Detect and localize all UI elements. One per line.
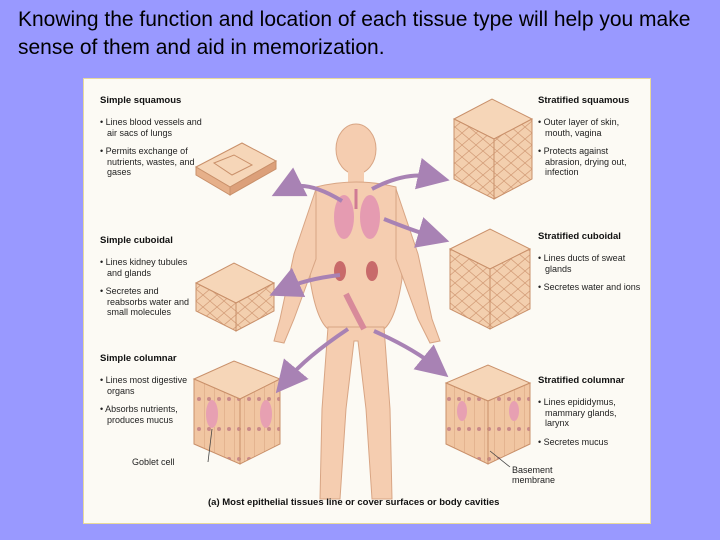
simple-columnar-bullets: • Lines most digestive organs • Absorbs … [100,375,192,425]
arrow-to-stratified-columnar [373,329,449,378]
bullet: • Secretes mucus [538,436,609,447]
arrow-to-simple-cuboidal [269,267,341,297]
simple-columnar-title: Simple columnar [100,353,177,364]
stratified-squamous-bullets: • Outer layer of skin, mouth, vagina • P… [538,117,642,178]
slide-body-text: Knowing the function and location of eac… [18,8,691,59]
arrow-to-simple-squamous [271,167,344,203]
bullet: • Lines ducts of sweat glands [538,253,626,274]
bullet: • Lines epididymus, mammary glands, lary… [538,397,617,428]
connector-arrows [269,158,450,394]
arrow-to-simple-columnar [275,327,350,394]
simple-squamous-bullets: • Lines blood vessels and air sacs of lu… [100,117,210,178]
stratified-columnar-tissue [444,364,532,465]
bullet: • Lines blood vessels and air sacs of lu… [100,117,202,138]
bullet: • Lines most digestive organs [100,375,188,396]
bullet: • Secretes and reabsorbs water and small… [100,286,190,317]
basement-membrane-leader [489,450,511,468]
goblet-cell-label: Goblet cell [132,457,175,467]
bullet: • Secretes water and ions [538,282,641,292]
bullet: • Permits exchange of nutrients, wastes,… [100,146,195,177]
basement-membrane-label: Basement membrane [512,465,556,485]
human-body-figure [273,123,441,500]
goblet-cell-leader [207,428,213,463]
stratified-cuboidal-bullets: • Lines ducts of sweat glands • Secretes… [538,253,642,293]
arrow-to-stratified-cuboidal [383,217,450,248]
bullet: • Protects against abrasion, drying out,… [538,146,627,177]
simple-cuboidal-bullets: • Lines kidney tubules and glands • Secr… [100,257,200,318]
stratified-squamous-title: Stratified squamous [538,95,630,106]
arrow-to-stratified-squamous [371,158,450,191]
stratified-columnar-title: Stratified columnar [538,375,625,386]
bullet: • Outer layer of skin, mouth, vagina [538,117,620,138]
bullet: • Lines kidney tubules and glands [100,257,188,278]
simple-cuboidal-tissue [194,262,276,332]
figure-caption: (a) Most epithelial tissues line or cove… [208,497,500,508]
bullet: • Absorbs nutrients, produces mucus [100,404,178,425]
simple-cuboidal-title: Simple cuboidal [100,235,173,246]
stratified-cuboidal-tissue [448,228,532,330]
stratified-columnar-bullets: • Lines epididymus, mammary glands, lary… [538,397,642,447]
epithelial-tissue-figure: Simple squamous • Lines blood vessels an… [83,78,651,524]
simple-squamous-title: Simple squamous [100,95,182,106]
simple-columnar-tissue [192,360,282,465]
stratified-squamous-tissue [452,98,534,200]
simple-squamous-tissue [194,142,278,196]
illustration [192,98,534,500]
stratified-cuboidal-title: Stratified cuboidal [538,231,621,242]
